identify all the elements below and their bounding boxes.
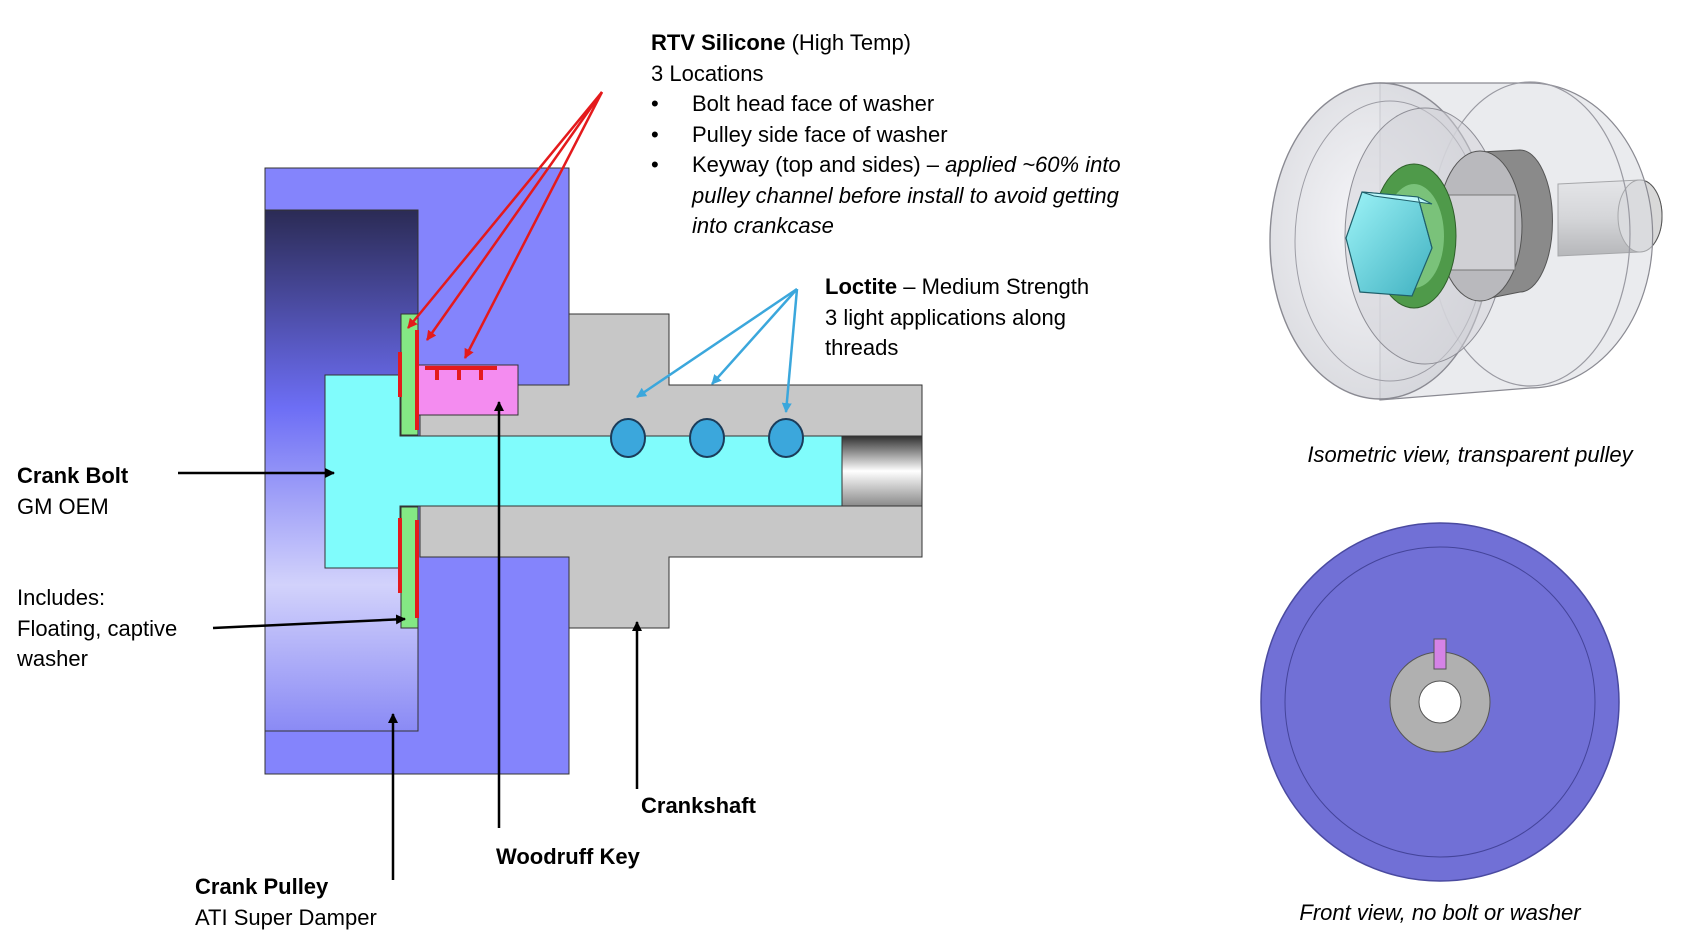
front-view-caption: Front view, no bolt or washer bbox=[1299, 900, 1581, 925]
crank-pulley-label: Crank Pulley ATI Super Damper bbox=[195, 872, 377, 933]
bullet-glyph: • bbox=[651, 91, 659, 116]
rtv-bullet-3-note-3: into crankcase bbox=[692, 213, 834, 238]
loctite-thread-dots bbox=[610, 418, 804, 458]
crank-bolt-subtitle: GM OEM bbox=[17, 493, 109, 519]
loctite-title: Loctite bbox=[825, 274, 898, 299]
crankshaft-bore bbox=[841, 435, 923, 507]
isometric-caption: Isometric view, transparent pulley bbox=[1307, 442, 1633, 467]
crankshaft-label: Crankshaft bbox=[641, 793, 756, 818]
woodruff-key-label: Woodruff Key bbox=[496, 844, 640, 869]
crank-bolt-title: Crank Bolt bbox=[17, 463, 129, 488]
leader-arrows bbox=[178, 401, 642, 880]
crank-pulley-subtitle: ATI Super Damper bbox=[195, 904, 377, 930]
washer-line-2: Floating, captive bbox=[17, 615, 178, 641]
washer-arrow bbox=[212, 614, 406, 630]
loctite-arrows bbox=[636, 287, 799, 413]
washer-label: Includes: Floating, captive washer bbox=[17, 583, 177, 675]
rtv-bullet-1: Bolt head face of washer bbox=[692, 91, 935, 116]
crank-pulley-title: Crank Pulley bbox=[195, 874, 329, 899]
washer-line-1: Includes: bbox=[17, 585, 106, 610]
washer-line-3: washer bbox=[17, 646, 88, 671]
crank-bolt-label: Crank Bolt GM OEM bbox=[17, 461, 128, 522]
rtv-subtitle: 3 Locations bbox=[651, 61, 764, 86]
rtv-application-marks bbox=[398, 330, 497, 618]
loctite-line-2: 3 light applications along bbox=[825, 304, 1066, 330]
rtv-bullet-3-note-1: applied ~60% into bbox=[945, 152, 1121, 177]
rtv-bullet-3: Keyway (top and sides) – bbox=[692, 152, 946, 177]
isometric-view bbox=[1269, 81, 1663, 401]
bullet-glyph: • bbox=[651, 122, 659, 147]
loctite-label: Loctite – Medium Strength 3 light applic… bbox=[825, 272, 1089, 364]
rtv-arrows bbox=[407, 91, 604, 359]
loctite-title-suffix: – Medium Strength bbox=[897, 274, 1090, 299]
bullet-glyph: • bbox=[651, 152, 659, 177]
rtv-title-suffix: (High Temp) bbox=[785, 30, 912, 55]
woodruff-key-section bbox=[417, 364, 519, 416]
rtv-bullet-2: Pulley side face of washer bbox=[692, 122, 948, 147]
rtv-title: RTV Silicone bbox=[651, 30, 786, 55]
loctite-line-3: threads bbox=[825, 335, 899, 360]
front-view bbox=[1260, 522, 1620, 882]
front-view-keyway bbox=[1433, 638, 1447, 670]
rtv-silicone-label: RTV Silicone (High Temp) 3 Locations • B… bbox=[651, 28, 1211, 248]
rtv-bullet-3-note-2: pulley channel before install to avoid g… bbox=[692, 183, 1119, 208]
